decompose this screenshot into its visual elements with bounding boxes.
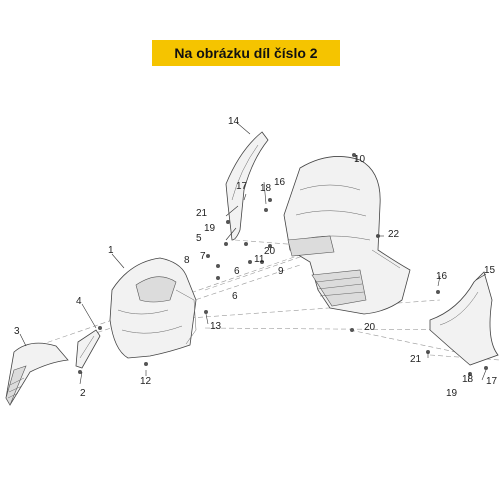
label-19-right: 19 (446, 388, 458, 399)
label-9: 9 (278, 266, 284, 277)
label-15: 15 (484, 265, 496, 276)
label-17-upper: 17 (236, 181, 248, 192)
part-15-side-fairing (429, 271, 499, 366)
label-2: 2 (80, 388, 86, 399)
label-6-lower: 6 (232, 291, 238, 302)
label-20-upper: 20 (264, 246, 276, 257)
label-11: 11 (254, 254, 265, 265)
part-14-side-panel (225, 131, 269, 241)
part-2-bracket (75, 329, 101, 369)
label-13: 13 (210, 321, 222, 332)
label-16-right: 16 (436, 271, 448, 282)
label-21-lower: 21 (410, 354, 422, 365)
part-3-front-grille (5, 342, 69, 406)
leader-lines (19, 121, 487, 385)
label-19-upper: 19 (204, 223, 216, 234)
callout-labels: 1 2 3 4 5 6 6 7 8 9 10 11 12 13 14 15 16… (14, 116, 498, 399)
label-17-right: 17 (486, 376, 498, 387)
label-14: 14 (228, 116, 240, 127)
part-10-inner-body (283, 156, 411, 315)
label-1: 1 (108, 245, 114, 256)
label-3: 3 (14, 326, 20, 337)
label-12: 12 (140, 376, 152, 387)
banner-text: Na obrázku díl číslo 2 (174, 45, 318, 61)
label-5: 5 (196, 233, 202, 244)
label-10: 10 (354, 154, 366, 165)
label-21-upper: 21 (196, 208, 208, 219)
label-20-lower: 20 (364, 322, 376, 333)
label-18-upper: 18 (260, 183, 272, 194)
label-6-upper: 6 (234, 266, 240, 277)
part-1-front-shield (109, 257, 197, 359)
assembly-lines (39, 239, 500, 361)
label-8: 8 (184, 255, 190, 266)
part-number-banner: Na obrázku díl číslo 2 (152, 40, 340, 66)
label-16-upper: 16 (274, 177, 286, 188)
label-22: 22 (388, 229, 400, 240)
label-7: 7 (200, 251, 206, 262)
label-4: 4 (76, 296, 82, 307)
label-18-right: 18 (462, 374, 474, 385)
